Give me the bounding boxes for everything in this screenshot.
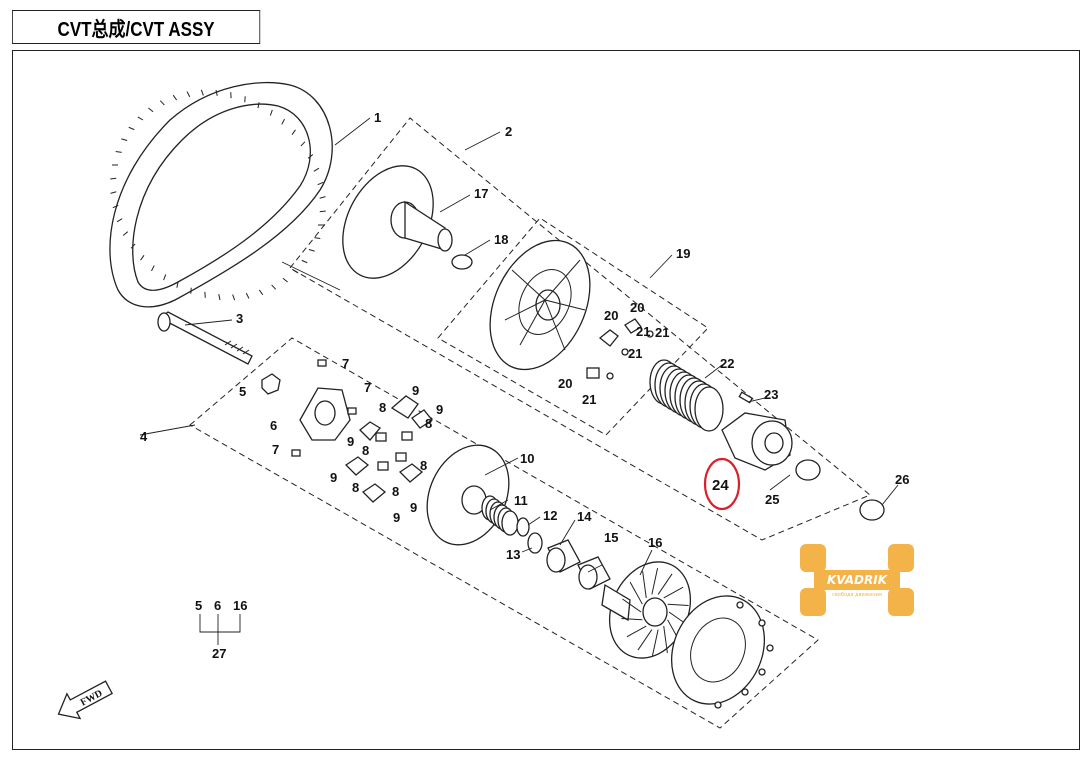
long-bolt bbox=[157, 311, 253, 365]
spring bbox=[649, 359, 724, 432]
callout-9e: 9 bbox=[410, 500, 417, 515]
callout-17: 17 bbox=[474, 186, 488, 201]
callout-7b: 7 bbox=[364, 380, 371, 395]
movable-sheave bbox=[489, 239, 591, 371]
callout-4: 4 bbox=[140, 429, 148, 444]
group-outline-primary bbox=[189, 337, 819, 729]
callout-8d: 8 bbox=[420, 458, 427, 473]
fwd-label: FWD bbox=[79, 688, 105, 709]
callout-25: 25 bbox=[765, 492, 779, 507]
callout-21a: 21 bbox=[655, 325, 669, 340]
legend-27: 27 bbox=[212, 646, 226, 661]
group-outline-secondary bbox=[289, 117, 871, 541]
callout-20c: 20 bbox=[558, 376, 572, 391]
callout-7c: 7 bbox=[272, 442, 279, 457]
callout-8b: 8 bbox=[425, 416, 432, 431]
primary-fixed-sheave bbox=[601, 561, 692, 659]
callout-21d: 21 bbox=[636, 324, 650, 339]
callout-9b: 9 bbox=[436, 402, 443, 417]
callout-8a: 8 bbox=[379, 400, 386, 415]
callout-15: 15 bbox=[604, 530, 618, 545]
callout-7a: 7 bbox=[342, 356, 349, 371]
bushing-15 bbox=[577, 556, 611, 590]
cover-screws bbox=[714, 601, 774, 709]
callout-5: 5 bbox=[239, 384, 246, 399]
bushing-14 bbox=[546, 539, 581, 573]
cover-plate bbox=[670, 595, 766, 705]
callout-21b: 21 bbox=[628, 346, 642, 361]
callout-13: 13 bbox=[506, 547, 520, 562]
snap-ring-25 bbox=[795, 459, 821, 481]
callout-14: 14 bbox=[577, 509, 592, 524]
callout-2: 2 bbox=[505, 124, 512, 139]
callout-18: 18 bbox=[494, 232, 508, 247]
callout-24-highlight bbox=[703, 457, 741, 511]
weight-set bbox=[291, 359, 433, 503]
snap-ring-26 bbox=[859, 499, 885, 521]
callout-24: 24 bbox=[712, 477, 729, 494]
legend-5: 5 bbox=[195, 598, 202, 613]
callout-8c: 8 bbox=[362, 443, 369, 458]
callout-21c: 21 bbox=[582, 392, 596, 407]
callout-9f: 9 bbox=[393, 510, 400, 525]
callout-9c: 9 bbox=[347, 434, 354, 449]
callout-26: 26 bbox=[895, 472, 909, 487]
snap-ring-18 bbox=[451, 254, 473, 270]
washer-13 bbox=[527, 532, 543, 554]
watermark-brand: KVADRIK bbox=[827, 573, 889, 587]
callout-3: 3 bbox=[236, 311, 243, 326]
primary-movable-sheave bbox=[426, 444, 510, 546]
callout-20b: 20 bbox=[604, 308, 618, 323]
callout-19: 19 bbox=[676, 246, 690, 261]
washer-12 bbox=[516, 517, 530, 537]
callout-8e: 8 bbox=[352, 480, 359, 495]
callout-11: 11 bbox=[514, 493, 528, 508]
callout-6: 6 bbox=[270, 418, 277, 433]
primary-spring bbox=[481, 495, 519, 536]
callout-22: 22 bbox=[720, 356, 734, 371]
roller-set bbox=[586, 318, 654, 380]
fwd-arrow-icon: FWD bbox=[57, 680, 114, 720]
kvadrik-watermark-logo: KVADRIK свобода движения bbox=[800, 544, 914, 616]
watermark-tagline: свобода движения bbox=[832, 592, 882, 598]
callout-9d: 9 bbox=[330, 470, 337, 485]
fixed-sheave bbox=[342, 165, 453, 279]
drawing-frame bbox=[12, 50, 1080, 750]
legend-6: 6 bbox=[214, 598, 221, 613]
callout-16: 16 bbox=[648, 535, 662, 550]
callout-1: 1 bbox=[374, 110, 381, 125]
leader-lines bbox=[139, 117, 899, 645]
title-box: CVT总成/CVT ASSY bbox=[12, 10, 261, 44]
page-title: CVT总成/CVT ASSY bbox=[57, 18, 215, 41]
drive-belt bbox=[109, 81, 333, 308]
callout-12: 12 bbox=[543, 508, 557, 523]
helix-cam bbox=[721, 412, 793, 471]
legend-16: 16 bbox=[233, 598, 247, 613]
callout-20a: 20 bbox=[630, 300, 644, 315]
callout-10: 10 bbox=[520, 451, 534, 466]
group-outline-sheave bbox=[437, 217, 709, 436]
key-23 bbox=[738, 391, 754, 404]
callout-9a: 9 bbox=[412, 383, 419, 398]
spider-plate bbox=[299, 387, 351, 441]
nut-5 bbox=[261, 373, 281, 395]
callout-8f: 8 bbox=[392, 484, 399, 499]
callout-23: 23 bbox=[764, 387, 778, 402]
